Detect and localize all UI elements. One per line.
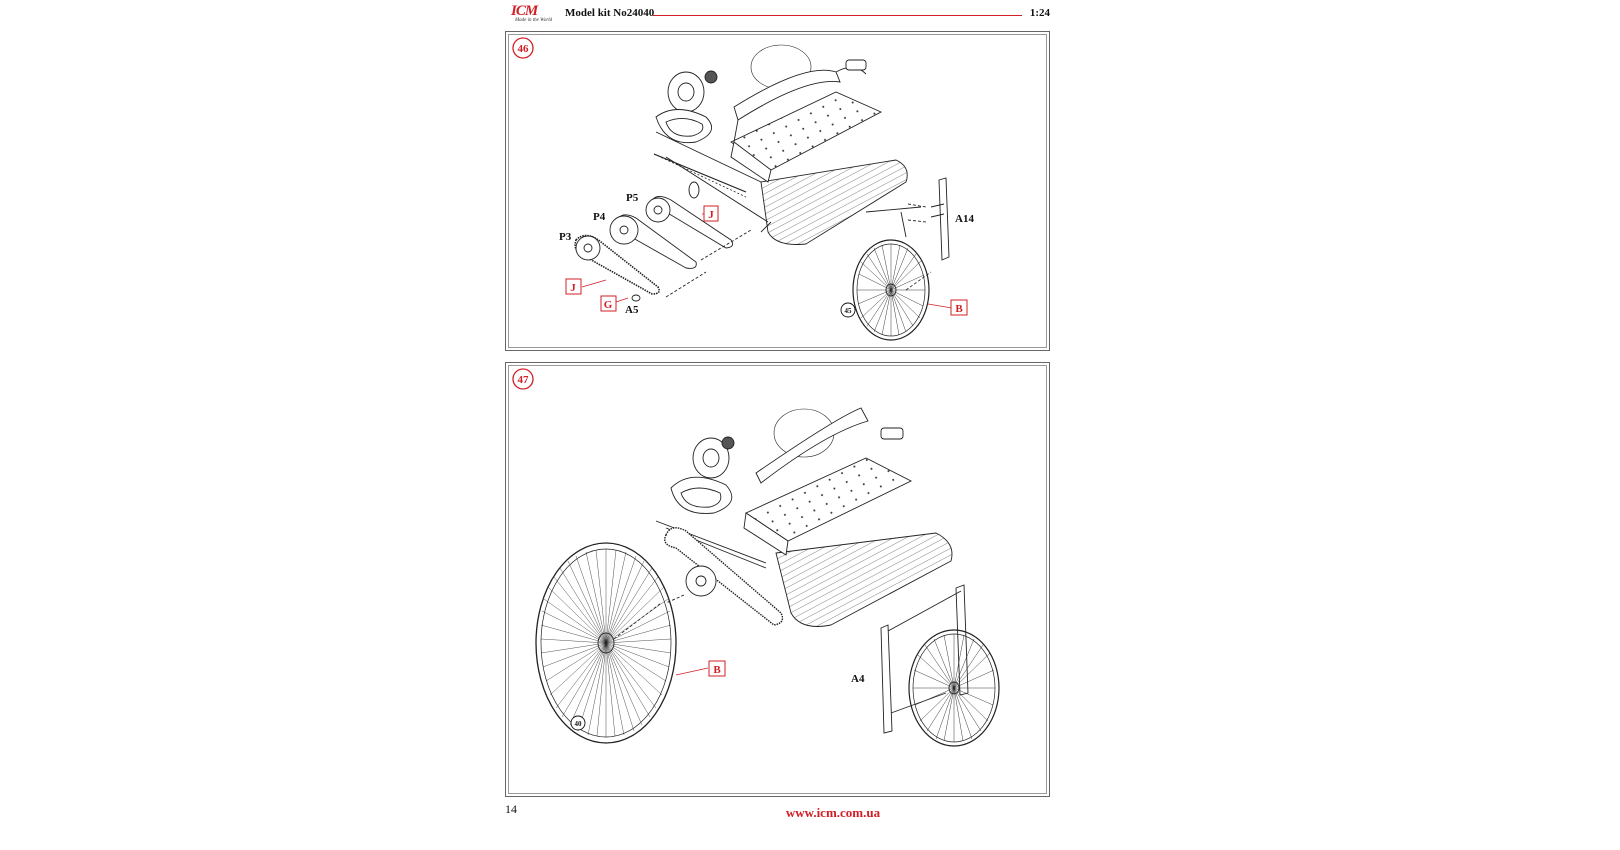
step-46-illustration: 46 [512, 37, 974, 341]
step-47-panel: 47 [505, 362, 1050, 797]
footer-url-text[interactable]: www.icm.com.ua [785, 805, 881, 820]
page-header: ICM Made in the World Model kit No24040 … [505, 3, 1050, 26]
part-labels: P5 P4 P3 A5 A14 [559, 192, 974, 316]
step-number: 46 [518, 43, 530, 55]
ref-step-number: 40 [575, 720, 583, 728]
chain-parts [574, 196, 752, 302]
front-wheel [890, 629, 1000, 747]
car-body [653, 44, 922, 245]
front-wheel-b [852, 239, 932, 341]
label-a4: A4 [851, 673, 865, 685]
footer-url[interactable]: www.icm.com.ua [0, 805, 1620, 821]
reference-step: 40 [570, 715, 586, 731]
label-b: B [955, 303, 963, 315]
reference-step: 45 [840, 302, 856, 318]
part-labels: A4 [851, 673, 865, 685]
logo-brand: ICM [511, 3, 538, 19]
step-number: 47 [518, 374, 530, 386]
step-47-illustration: 47 [512, 368, 1000, 747]
red-part-boxes: B [708, 660, 726, 677]
label-p5: P5 [626, 192, 639, 204]
header-rule [653, 15, 1022, 16]
label-j-top: J [708, 209, 714, 221]
icm-logo: ICM Made in the World [505, 3, 560, 26]
label-b: B [713, 664, 721, 676]
fork-a14 [907, 177, 950, 261]
label-a5: A5 [625, 304, 639, 316]
kit-scale: 1:24 [1029, 7, 1050, 19]
rear-wheel-b [535, 542, 677, 744]
label-g: G [604, 299, 613, 311]
ref-step-number: 45 [845, 307, 853, 315]
step-46-panel: 46 [505, 31, 1050, 351]
step-number-badge: 47 [512, 368, 534, 390]
label-j-bottom: J [570, 282, 576, 294]
car-body [655, 407, 969, 734]
leader-lines [581, 213, 953, 309]
label-p4: P4 [593, 211, 606, 223]
label-a14: A14 [955, 213, 974, 225]
label-p3: P3 [559, 231, 572, 243]
step-number-badge: 46 [512, 37, 534, 59]
kit-title: Model kit No24040 [565, 7, 655, 19]
page-number: 14 [505, 802, 517, 816]
logo-tagline: Made in the World [515, 18, 553, 23]
red-part-boxes: J J G B [565, 205, 968, 316]
leader-lines [675, 667, 709, 676]
